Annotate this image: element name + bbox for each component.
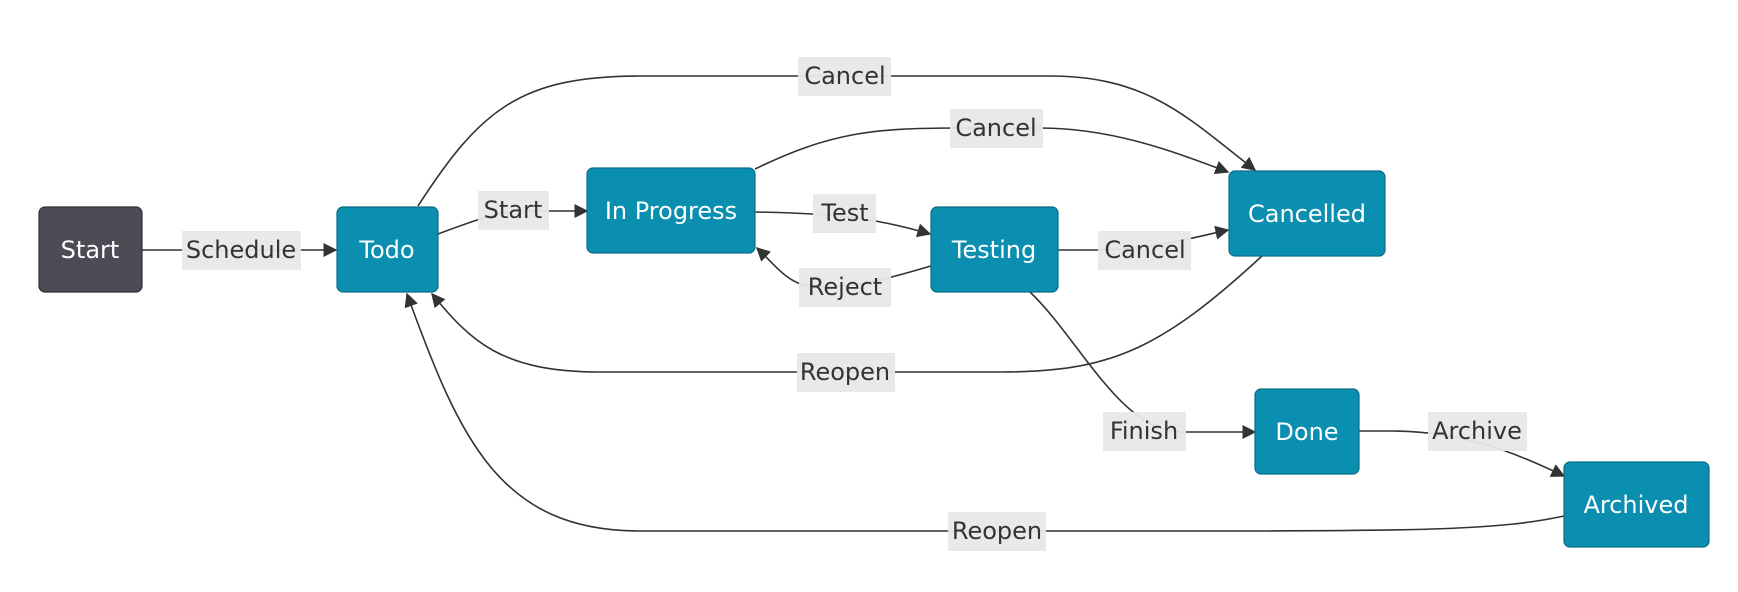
edge-label-start: Start: [478, 191, 549, 230]
svg-text:Cancel: Cancel: [1104, 236, 1185, 264]
svg-text:Cancel: Cancel: [955, 114, 1036, 142]
svg-text:Cancelled: Cancelled: [1248, 200, 1366, 228]
node-archived[interactable]: Archived: [1563, 461, 1710, 548]
node-start[interactable]: Start: [38, 206, 143, 293]
nodes: Start Todo In Progress Testing Cancelled…: [38, 167, 1710, 548]
svg-text:Archive: Archive: [1432, 417, 1522, 445]
svg-text:Reject: Reject: [808, 273, 882, 301]
svg-text:Test: Test: [820, 199, 868, 227]
svg-text:Cancel: Cancel: [804, 62, 885, 90]
edge-todo-cancelled: [417, 75, 1257, 207]
edge-label-cancel-right: Cancel: [1098, 231, 1191, 270]
svg-text:Finish: Finish: [1110, 417, 1178, 445]
svg-text:Start: Start: [484, 196, 543, 224]
svg-text:In Progress: In Progress: [605, 197, 737, 225]
svg-text:Archived: Archived: [1583, 491, 1688, 519]
edge-label-test: Test: [813, 194, 876, 233]
node-testing[interactable]: Testing: [930, 206, 1059, 293]
node-done[interactable]: Done: [1254, 388, 1360, 475]
edge-testing-done: [1029, 291, 1257, 439]
edge-label-schedule: Schedule: [182, 231, 301, 270]
edge-label-cancel-middle: Cancel: [950, 109, 1043, 148]
svg-text:Testing: Testing: [951, 236, 1036, 264]
edge-label-cancel-top: Cancel: [798, 57, 891, 96]
svg-text:Done: Done: [1275, 418, 1338, 446]
svg-text:Start: Start: [61, 236, 120, 264]
edge-label-reopen-bottom: Reopen: [948, 512, 1046, 551]
node-in-progress[interactable]: In Progress: [586, 167, 756, 254]
svg-text:Schedule: Schedule: [186, 236, 296, 264]
svg-text:Reopen: Reopen: [952, 517, 1042, 545]
edge-label-reject: Reject: [799, 268, 891, 307]
node-todo[interactable]: Todo: [336, 206, 439, 293]
svg-text:Reopen: Reopen: [800, 358, 890, 386]
edge-label-archive: Archive: [1428, 412, 1527, 451]
edge-label-reopen-middle: Reopen: [797, 353, 895, 392]
edge-archived-todo: [404, 292, 1565, 532]
edge-label-finish: Finish: [1103, 412, 1186, 451]
svg-text:Todo: Todo: [358, 236, 414, 264]
edge-cancelled-todo: [431, 255, 1263, 373]
node-cancelled[interactable]: Cancelled: [1228, 170, 1386, 257]
edge-labels: Schedule Start Cancel Test Cancel Reject…: [182, 57, 1527, 551]
